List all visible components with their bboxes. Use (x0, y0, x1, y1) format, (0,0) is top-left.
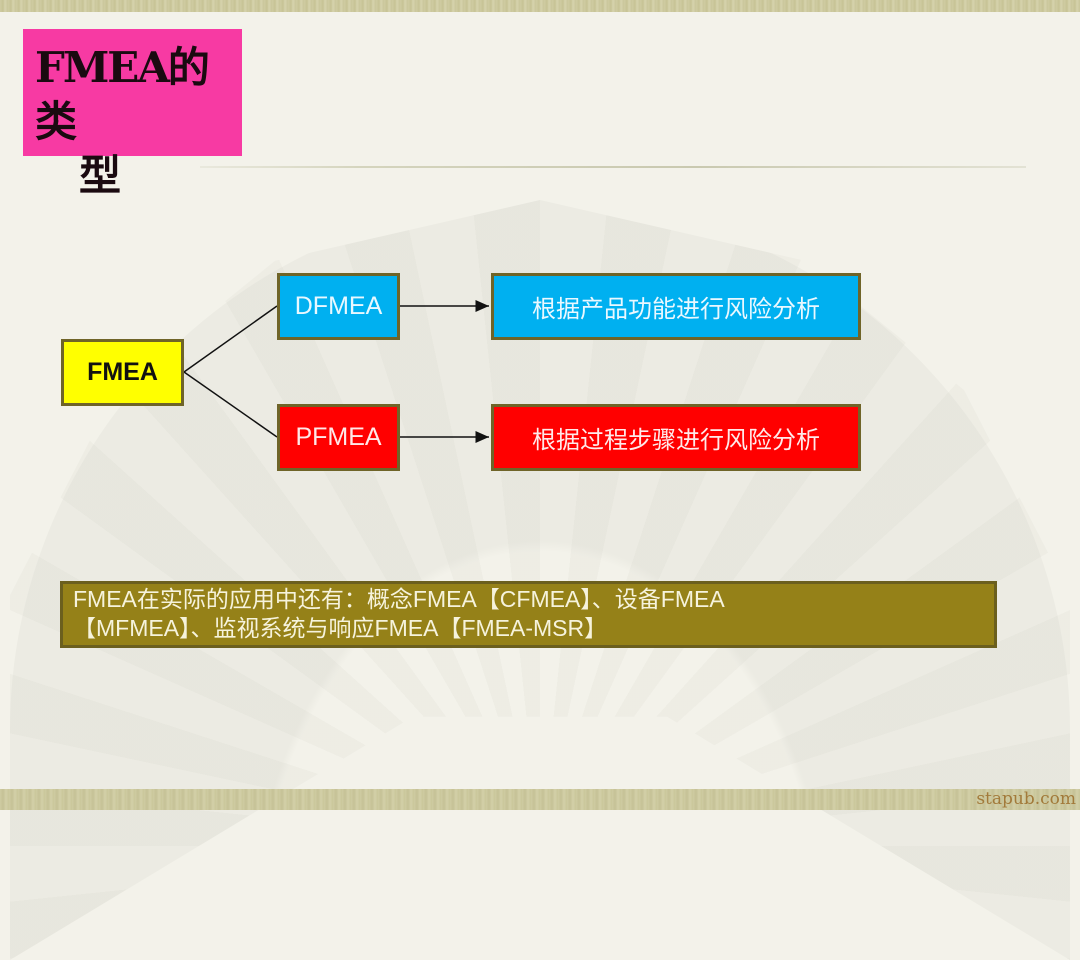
node-pfmea-label: PFMEA (295, 423, 382, 451)
node-dfmea-description: 根据产品功能进行风险分析 (491, 273, 861, 340)
note-line2: 【MFMEA】、监视系统与响应FMEA【FMEA-MSR】 (73, 615, 608, 641)
node-pfmea: PFMEA (277, 404, 400, 471)
slide-title-line2: 型 (79, 151, 121, 200)
node-fmea-root: FMEA (61, 339, 184, 406)
watermark-text: stapub.com (976, 789, 1076, 809)
slide-title-line1: FMEA的类 (35, 43, 210, 146)
node-pfmea-description: 根据过程步骤进行风险分析 (491, 404, 861, 471)
node-dfmea: DFMEA (277, 273, 400, 340)
dfmea-description-text: 根据产品功能进行风险分析 (532, 296, 820, 323)
slide-title: FMEA的类 型 (23, 29, 242, 200)
top-decorative-band (0, 0, 1080, 12)
note-line1: FMEA在实际的应用中还有：概念FMEA【CFMEA】、设备FMEA (73, 586, 725, 612)
node-dfmea-label: DFMEA (294, 292, 383, 320)
note-box: FMEA在实际的应用中还有：概念FMEA【CFMEA】、设备FMEA 【MFME… (60, 581, 997, 648)
bottom-decorative-band (0, 789, 1080, 810)
pfmea-description-text: 根据过程步骤进行风险分析 (532, 427, 820, 454)
node-fmea-label: FMEA (87, 358, 158, 386)
title-divider (200, 166, 1026, 168)
